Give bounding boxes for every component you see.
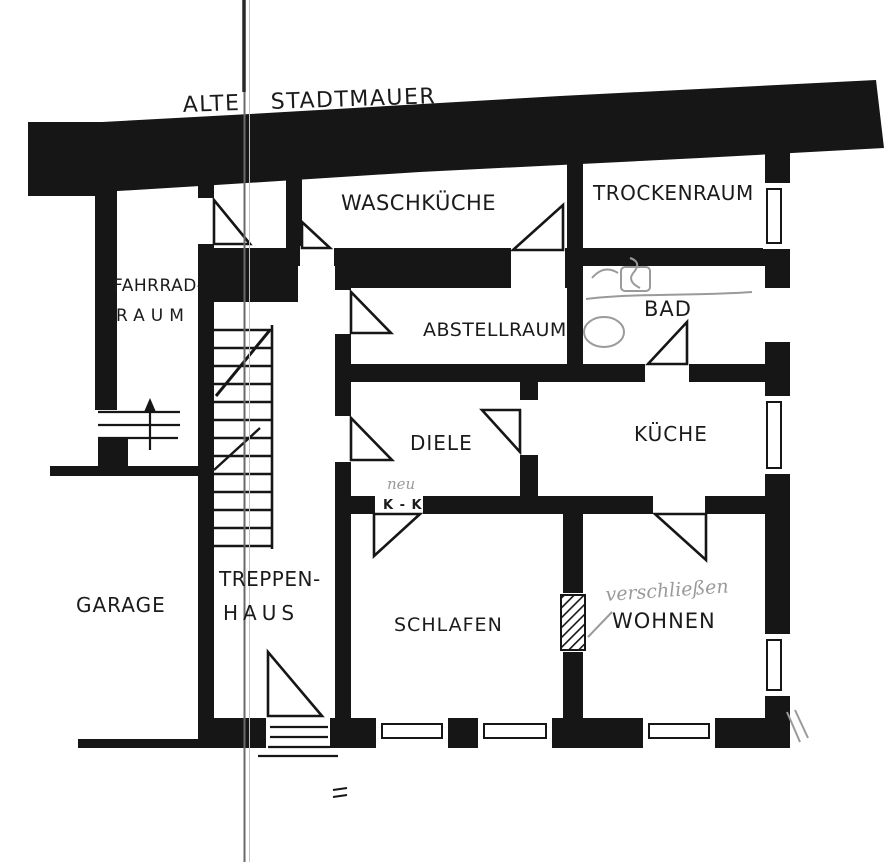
room-label-bad: BAD	[644, 297, 692, 321]
room-label-schlafen: SCHLAFEN	[394, 614, 503, 636]
window-kueche	[766, 401, 782, 469]
pencil-marks	[587, 611, 809, 743]
door-swing-abstellraum	[349, 288, 395, 335]
wall-h-middle	[335, 364, 790, 382]
door-swing-waschkueche-south	[509, 202, 565, 252]
door-swing-schlafen	[372, 512, 424, 559]
scan-mark	[332, 787, 348, 798]
windows	[376, 183, 792, 750]
room-label-wohnen: WOHNEN	[612, 609, 716, 633]
window-wohnen-south	[648, 723, 710, 739]
room-label-fahrradraum-line1: FAHRRAD-	[113, 276, 203, 296]
exterior-steps-exit	[258, 725, 338, 758]
window-niche-bad	[763, 288, 792, 342]
door-to-close-hatch	[560, 594, 586, 651]
pencil-note-neu: neu	[387, 475, 415, 493]
stair-direction-line	[214, 329, 272, 397]
exterior-steps-fahrradraum	[98, 398, 180, 450]
room-label-waschkueche: WASCHKÜCHE	[341, 190, 496, 215]
door-swing-fahrradraum	[212, 196, 253, 246]
room-label-fahrradraum-line2: RAUM	[116, 306, 190, 326]
window-schlafen-1	[381, 723, 443, 739]
garage-top-line	[50, 466, 198, 476]
bathroom-fixtures-sketch	[583, 257, 753, 348]
room-labels: ALTE STADTMAUER WASCHKÜCHE TROCKENRAUM F…	[76, 84, 754, 636]
room-label-garage: GARAGE	[76, 593, 166, 617]
room-label-abstellraum: ABSTELLRAUM	[423, 319, 567, 341]
stadtmauer-wall	[28, 80, 884, 196]
wall-waschkueche-west	[286, 172, 302, 252]
room-label-trockenraum: TROCKENRAUM	[592, 181, 754, 205]
wall-left-exterior	[95, 182, 117, 410]
window-wohnen-east	[766, 639, 782, 691]
garage-bottom-line	[78, 739, 198, 748]
stairs-treppenhaus	[213, 325, 274, 549]
window-trockenraum	[766, 188, 782, 244]
wall-left-stub	[98, 438, 128, 468]
room-label-kueche: KÜCHE	[634, 422, 708, 446]
door-swing-diele-west	[349, 414, 396, 462]
section-mark-kk: K - K	[383, 498, 423, 513]
door-swing-wohnen	[651, 512, 708, 563]
door-swing-waschkueche-west	[300, 219, 334, 250]
room-label-treppenhaus-line1: TREPPEN-	[218, 567, 321, 591]
door-swings	[212, 196, 708, 718]
window-schlafen-2	[483, 723, 547, 739]
door-swing-diele-kueche	[479, 408, 522, 456]
room-label-treppenhaus-line2: HAUS	[223, 601, 299, 625]
scan-fold-line	[242, 0, 250, 862]
door-swing-treppenhaus-exit	[266, 648, 325, 718]
wall-chimney-block	[198, 248, 298, 302]
door-swing-bad	[645, 318, 689, 366]
room-label-diele: DIELE	[410, 431, 473, 455]
